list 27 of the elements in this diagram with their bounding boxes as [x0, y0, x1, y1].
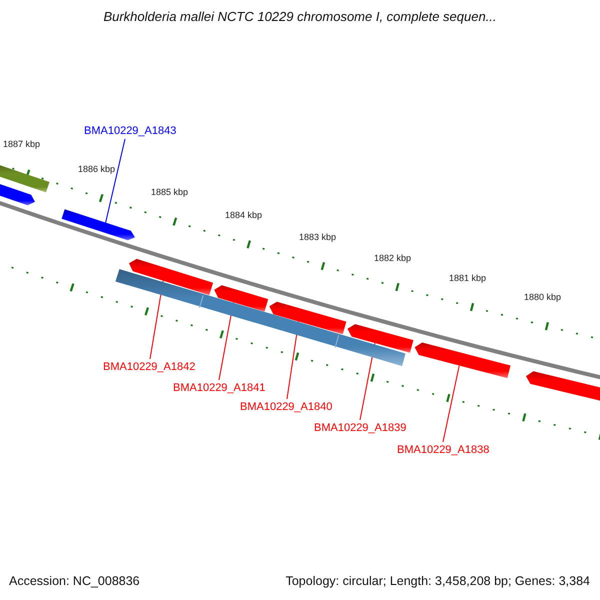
gene-label: BMA10229_A1839 [314, 422, 406, 434]
gene-bar [214, 285, 268, 312]
tick-label: 1880 kbp [524, 292, 562, 302]
gene-bar [0, 182, 35, 206]
tick-label: 1883 kbp [299, 232, 336, 242]
gene-label: BMA10229_A1843 [84, 125, 176, 137]
gene-label: BMA10229_A1840 [240, 401, 332, 413]
tick-label: 1886 kbp [78, 164, 116, 174]
title: Burkholderia mallei NCTC 10229 chromosome I, complete sequen... [102, 9, 498, 24]
gene-label: BMA10229_A1841 [173, 382, 266, 394]
tick-label: 1887 kbp [3, 139, 40, 149]
leader-line [105, 138, 126, 224]
leader-line [442, 365, 460, 442]
gene-bar [129, 258, 214, 296]
gene-bar [269, 302, 346, 334]
gene-bar [0, 165, 50, 192]
gene-bar [348, 324, 414, 353]
tick-label: 1881 kbp [449, 273, 486, 283]
gene-bar [62, 209, 135, 240]
tick-label: 1884 kbp [225, 210, 262, 220]
gene-bar [414, 342, 510, 378]
accession-text: Accession: NC_008836 [9, 574, 140, 588]
tick-label: 1885 kbp [151, 187, 188, 197]
tick-label: 1882 kbp [374, 253, 412, 263]
gene-label: BMA10229_A1838 [397, 444, 490, 456]
topology-text: Topology: circular; Length: 3,458,208 bp; Genes: 3,384 [286, 574, 590, 588]
gene-label: BMA10229_A1842 [103, 361, 196, 373]
